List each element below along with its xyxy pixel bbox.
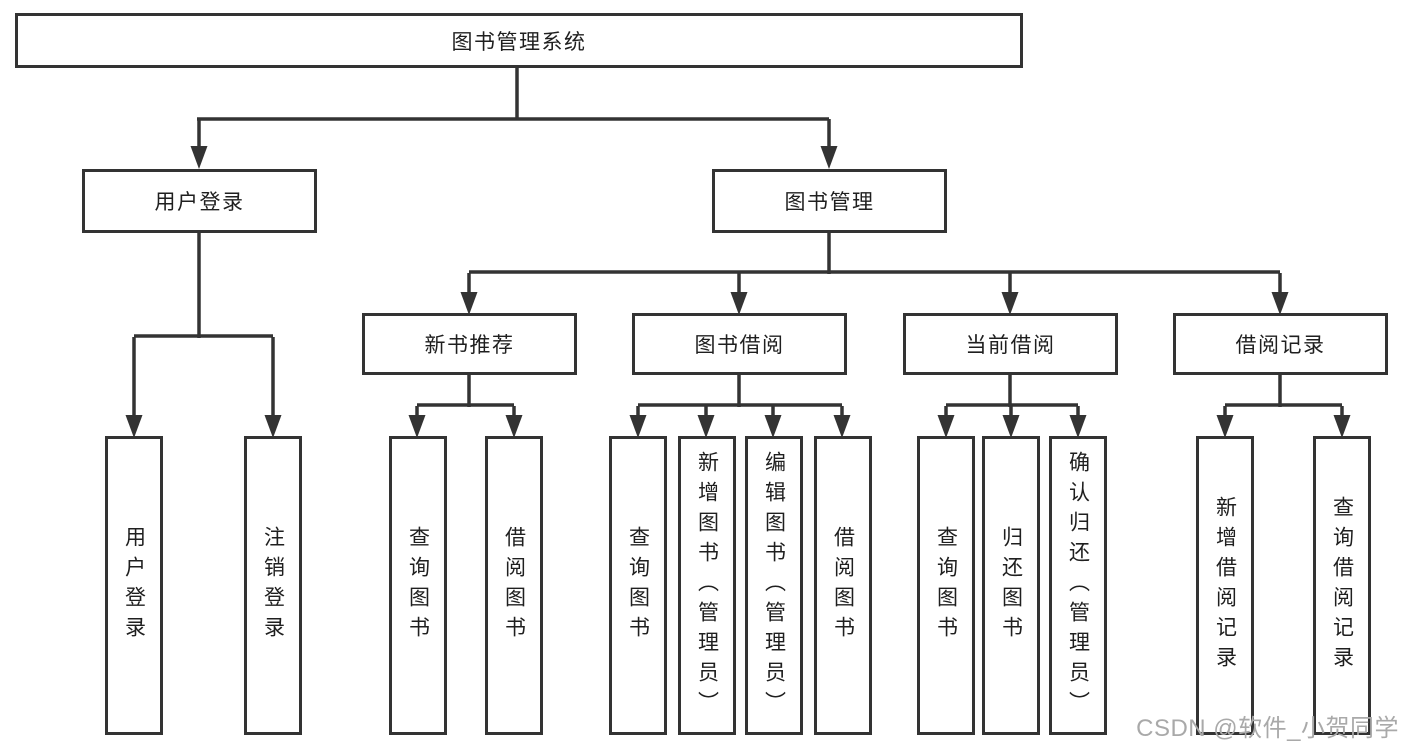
node-label: 图书管理 — [784, 191, 875, 214]
node-label: 确认归还（管理员） — [1066, 450, 1090, 721]
node-borrow-records: 借阅记录 — [1173, 313, 1388, 375]
leaf-add-book-admin: 新增图书（管理员） — [678, 436, 736, 735]
node-new-book-recommend: 新书推荐 — [362, 313, 577, 375]
node-label: 用户登录 — [154, 191, 245, 214]
connector-book-borrow-children — [629, 375, 851, 438]
node-label: 编辑图书（管理员） — [762, 450, 786, 721]
leaf-confirm-return-admin: 确认归还（管理员） — [1049, 436, 1107, 735]
node-label: 查询图书 — [934, 525, 958, 646]
leaf-borrow-books-recommend: 借阅图书 — [485, 436, 543, 735]
node-root-library-system: 图书管理系统 — [15, 13, 1023, 68]
node-label: 新增借阅记录 — [1213, 495, 1237, 676]
node-label: 查询借阅记录 — [1330, 495, 1354, 676]
leaf-query-books-recommend: 查询图书 — [389, 436, 447, 735]
leaf-user-login: 用户登录 — [105, 436, 163, 735]
connector-root-to-level2 — [190, 68, 838, 169]
leaf-edit-book-admin: 编辑图书（管理员） — [745, 436, 803, 735]
node-book-borrow: 图书借阅 — [632, 313, 847, 375]
leaf-query-books-borrow: 查询图书 — [609, 436, 667, 735]
node-user-login: 用户登录 — [82, 169, 317, 233]
node-current-borrow: 当前借阅 — [903, 313, 1118, 375]
leaf-query-books-current: 查询图书 — [917, 436, 975, 735]
node-label: 新增图书（管理员） — [695, 450, 719, 721]
connector-user-login-children — [125, 233, 282, 438]
node-label: 当前借阅 — [965, 334, 1056, 357]
node-label: 图书借阅 — [694, 334, 785, 357]
node-label: 查询图书 — [626, 525, 650, 646]
connector-current-borrow-children — [937, 375, 1087, 438]
leaf-borrow-books-borrow: 借阅图书 — [814, 436, 872, 735]
node-label: 查询图书 — [406, 525, 430, 646]
connector-new-book-recommend-children — [408, 375, 523, 438]
node-label: 新书推荐 — [424, 334, 515, 357]
node-label: 借阅图书 — [831, 525, 855, 646]
node-label: 用户登录 — [122, 525, 146, 646]
node-label: 借阅记录 — [1235, 334, 1326, 357]
csdn-watermark: CSDN @软件_小贺同学 — [1136, 715, 1399, 742]
node-book-management: 图书管理 — [712, 169, 947, 233]
node-label: 图书管理系统 — [451, 30, 587, 54]
leaf-logout: 注销登录 — [244, 436, 302, 735]
connector-borrow-records-children — [1216, 375, 1351, 438]
leaf-query-borrow-record: 查询借阅记录 — [1313, 436, 1371, 735]
node-label: 借阅图书 — [502, 525, 526, 646]
leaf-add-borrow-record: 新增借阅记录 — [1196, 436, 1254, 735]
node-label: 注销登录 — [261, 525, 285, 646]
leaf-return-books: 归还图书 — [982, 436, 1040, 735]
node-label: 归还图书 — [999, 525, 1023, 646]
connector-book-management-children — [460, 233, 1289, 315]
